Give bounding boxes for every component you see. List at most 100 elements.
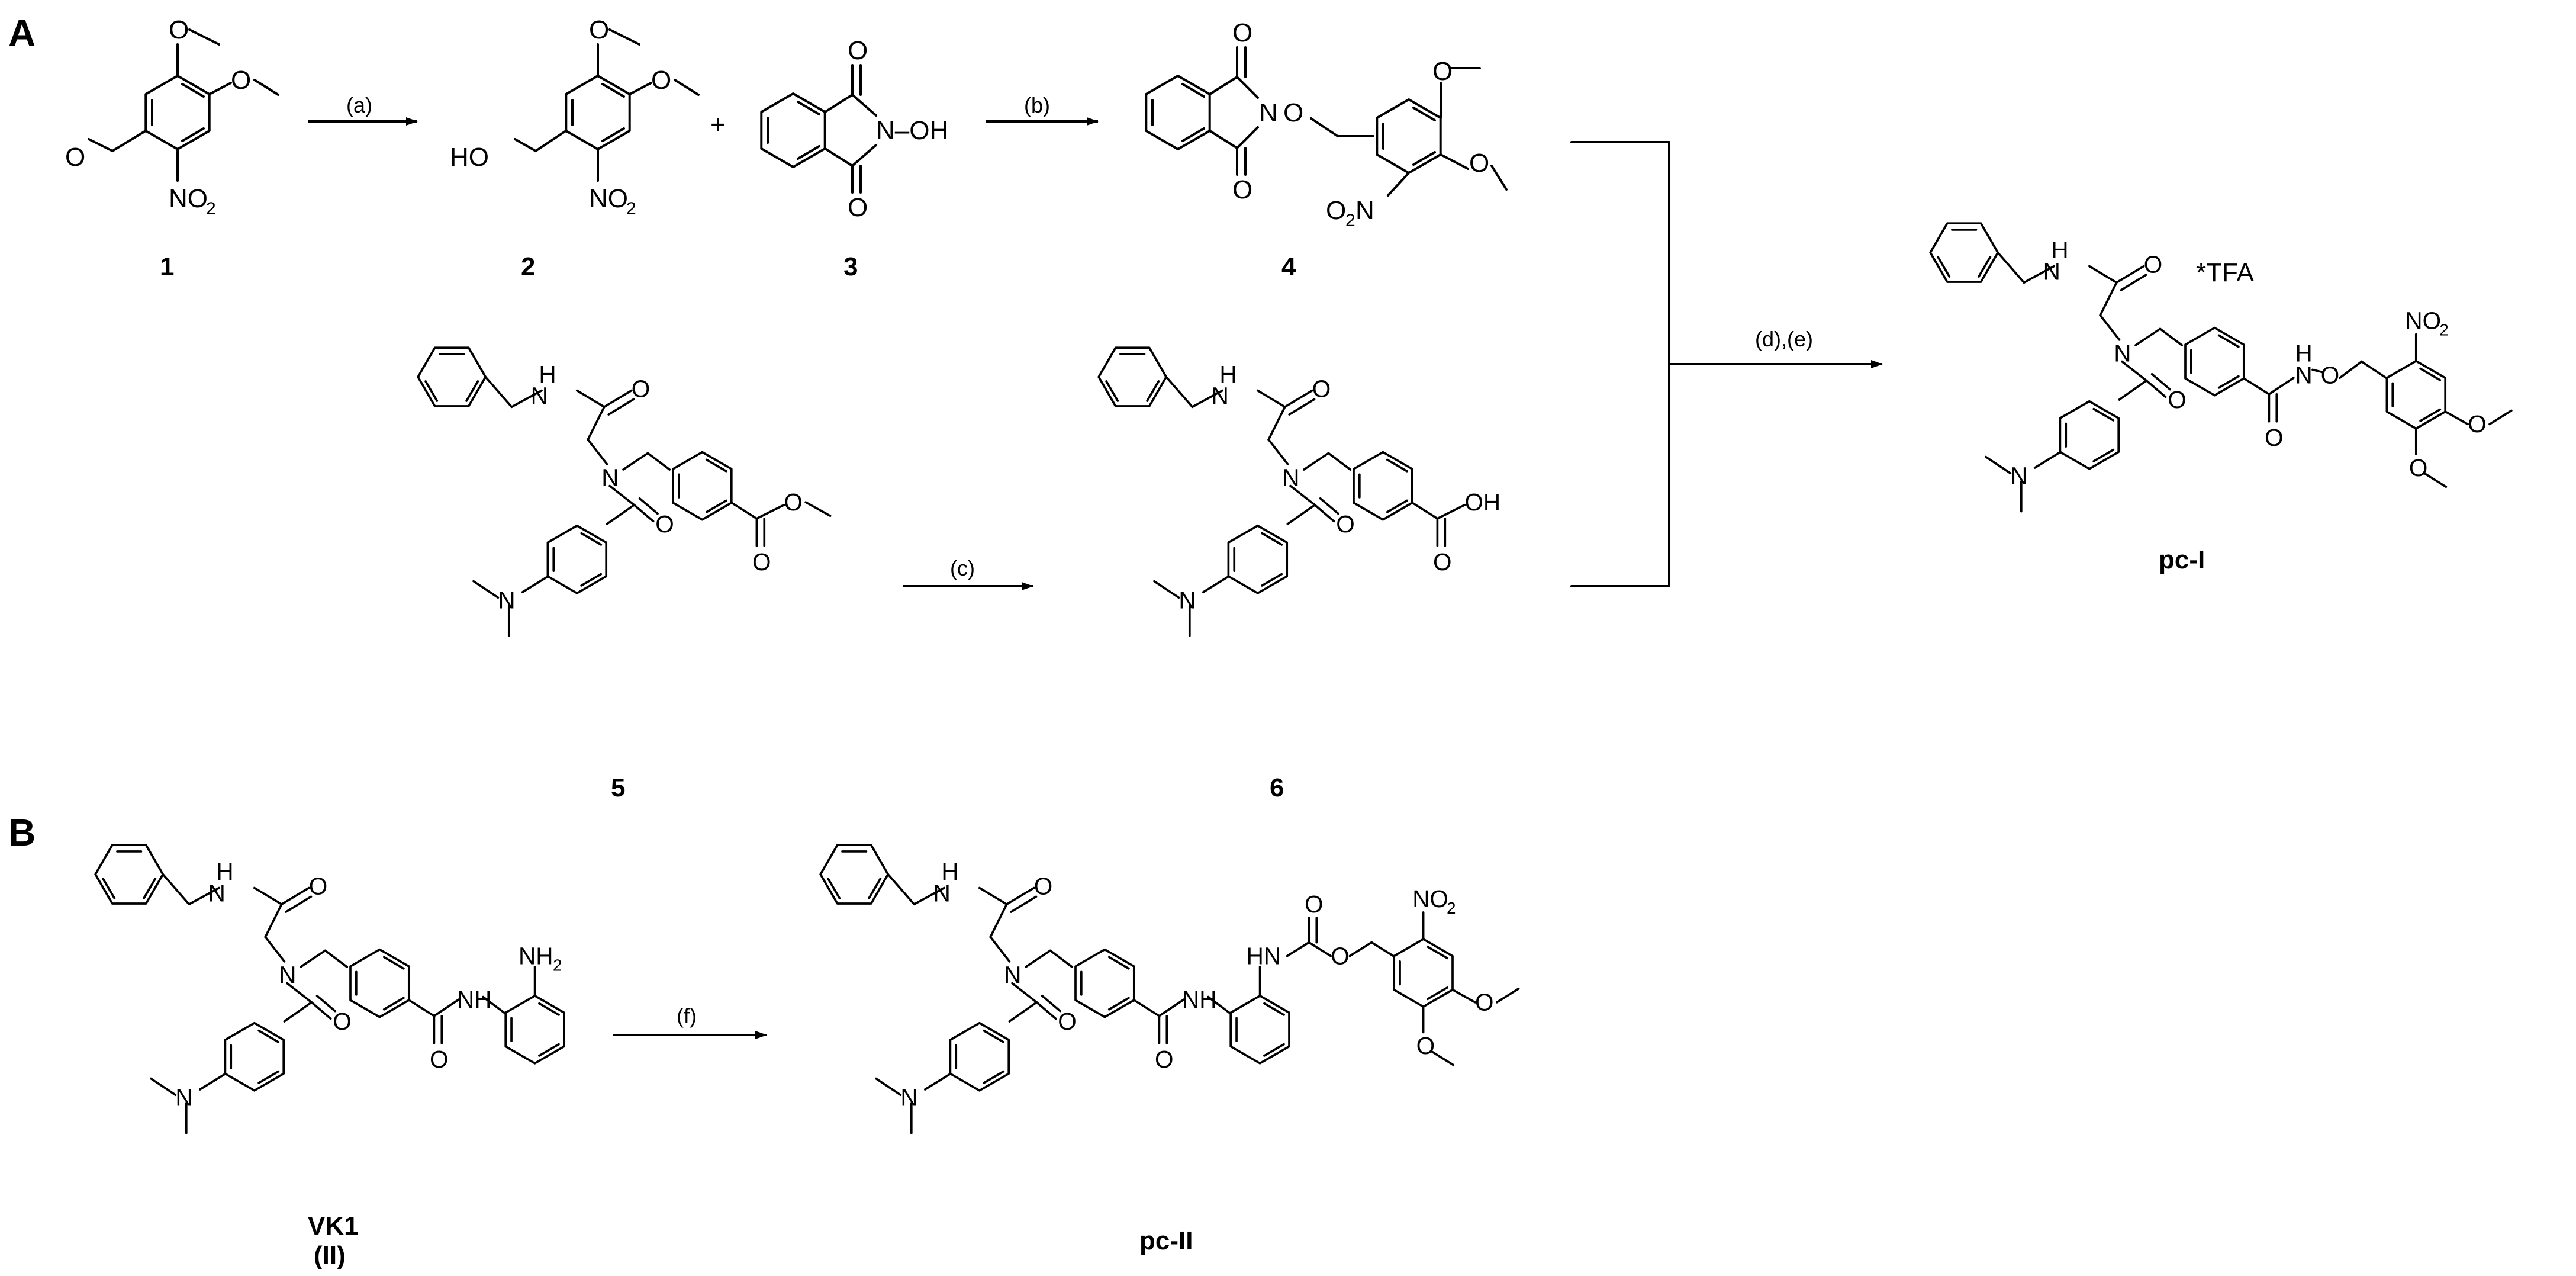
compound-label-vk1: VK1 — [308, 1211, 359, 1240]
compound-label-4: 4 — [1281, 252, 1296, 281]
atom-label: N — [498, 587, 515, 614]
atom-label: N — [2010, 462, 2027, 490]
compound-label-1: 1 — [160, 252, 174, 281]
atom-label: H — [2051, 236, 2068, 263]
atom-label: NO — [589, 184, 628, 213]
compound-label-2: 2 — [521, 252, 535, 281]
atom-label: N — [1004, 962, 1021, 989]
atom-label: N — [2043, 258, 2060, 285]
compound-2-structure — [514, 28, 700, 182]
atom-label: N — [279, 962, 296, 989]
atom-label: HN — [1247, 942, 1281, 969]
atom-label: N — [1355, 196, 1374, 225]
condition-b: (b) — [1024, 93, 1050, 117]
atom-label: O — [655, 510, 674, 538]
atom-label: N — [531, 383, 548, 410]
atom-label: N — [601, 464, 619, 491]
atom-label: NH — [1182, 986, 1216, 1013]
atom-subscript: 2 — [1447, 899, 1456, 917]
atom-label: O — [2468, 410, 2486, 438]
compound-4-structure — [1145, 46, 1508, 197]
compound-pc2-structure — [820, 845, 1520, 1133]
atom-subscript: 2 — [1345, 211, 1355, 230]
atom-label: O — [1283, 98, 1303, 127]
atom-label: H — [941, 858, 958, 885]
atom-label: O — [1469, 149, 1489, 178]
compound-label-pc2: pc-II — [1139, 1226, 1193, 1255]
atom-label: N — [208, 880, 226, 907]
compound-vk1-structure — [95, 845, 565, 1133]
atom-label: N — [2114, 340, 2131, 367]
compound-label-vk1-alt: (II) — [314, 1241, 346, 1270]
atom-label: O — [651, 66, 671, 95]
atom-label: O — [2321, 361, 2339, 388]
atom-label: N — [2295, 361, 2313, 388]
condition-a: (a) — [346, 93, 372, 117]
atom-label: O — [2409, 454, 2427, 481]
atom-label: N — [175, 1084, 192, 1111]
atom-label: O — [231, 66, 251, 95]
atom-subscript: 2 — [626, 199, 636, 218]
atom-label: N — [1178, 587, 1196, 614]
atom-label: OH — [1464, 488, 1500, 516]
atom-label: H — [539, 361, 556, 388]
compound-label-6: 6 — [1270, 773, 1284, 802]
atom-label: O — [1433, 548, 1451, 576]
atom-label: O — [1312, 375, 1331, 403]
atom-label: HO — [450, 143, 489, 172]
atom-label: O — [2144, 251, 2162, 278]
atom-label: N — [1282, 464, 1299, 491]
atom-label: O — [784, 488, 802, 516]
atom-label: O — [848, 36, 868, 65]
atom-label: H — [2295, 340, 2313, 367]
salt-label: *TFA — [2196, 258, 2254, 287]
atom-label: N — [1212, 383, 1229, 410]
condition-c: (c) — [950, 556, 975, 580]
compound-1-structure — [88, 28, 279, 182]
atom-label: N — [1259, 98, 1278, 127]
compound-3-structure — [760, 64, 877, 194]
atom-label: N — [933, 880, 951, 907]
atom-label: O — [169, 15, 189, 44]
atom-label: O — [1155, 1046, 1173, 1073]
plus-sign: + — [710, 110, 726, 139]
atom-label: O — [2265, 424, 2283, 451]
atom-label: O — [632, 375, 650, 403]
atom-label: O — [1305, 891, 1323, 918]
compound-label-3: 3 — [843, 252, 858, 281]
atom-label: O — [1058, 1008, 1076, 1035]
atom-label: N — [900, 1084, 917, 1111]
atom-label: H — [216, 858, 233, 885]
condition-f: (f) — [677, 1004, 697, 1028]
atom-label: NO — [169, 184, 208, 213]
atom-label: O — [1232, 18, 1252, 47]
atom-label: NH — [457, 986, 491, 1013]
compound-label-pc1: pc-I — [2159, 545, 2205, 574]
atom-subscript: 2 — [206, 199, 216, 218]
atom-label: NO — [1412, 885, 1448, 912]
atom-label: NH — [519, 942, 553, 969]
atom-label: O — [333, 1008, 351, 1035]
atom-label: O — [1232, 175, 1252, 204]
atom-label: O — [2168, 386, 2186, 413]
atom-label: O — [309, 873, 327, 900]
atom-label: O — [752, 548, 771, 576]
condition-de: (d),(e) — [1755, 327, 1813, 351]
convergence-bracket — [1570, 141, 1670, 587]
atom-label: O — [848, 193, 868, 222]
compound-label-5: 5 — [611, 773, 625, 802]
panel-label-a: A — [8, 12, 36, 54]
atom-label: O — [1326, 196, 1346, 225]
atom-label: O — [1336, 510, 1354, 538]
atom-subscript: 2 — [553, 956, 562, 974]
compound-6-structure — [1099, 348, 1466, 635]
compound-pc1-structure — [1930, 223, 2513, 511]
atom-subscript: 2 — [2439, 320, 2448, 339]
atom-label: O — [65, 143, 85, 172]
atom-label: N–OH — [876, 116, 948, 145]
atom-label: O — [1416, 1032, 1435, 1059]
atom-label: O — [1034, 873, 1052, 900]
compound-5-structure — [418, 348, 832, 635]
panel-label-b: B — [8, 811, 36, 854]
